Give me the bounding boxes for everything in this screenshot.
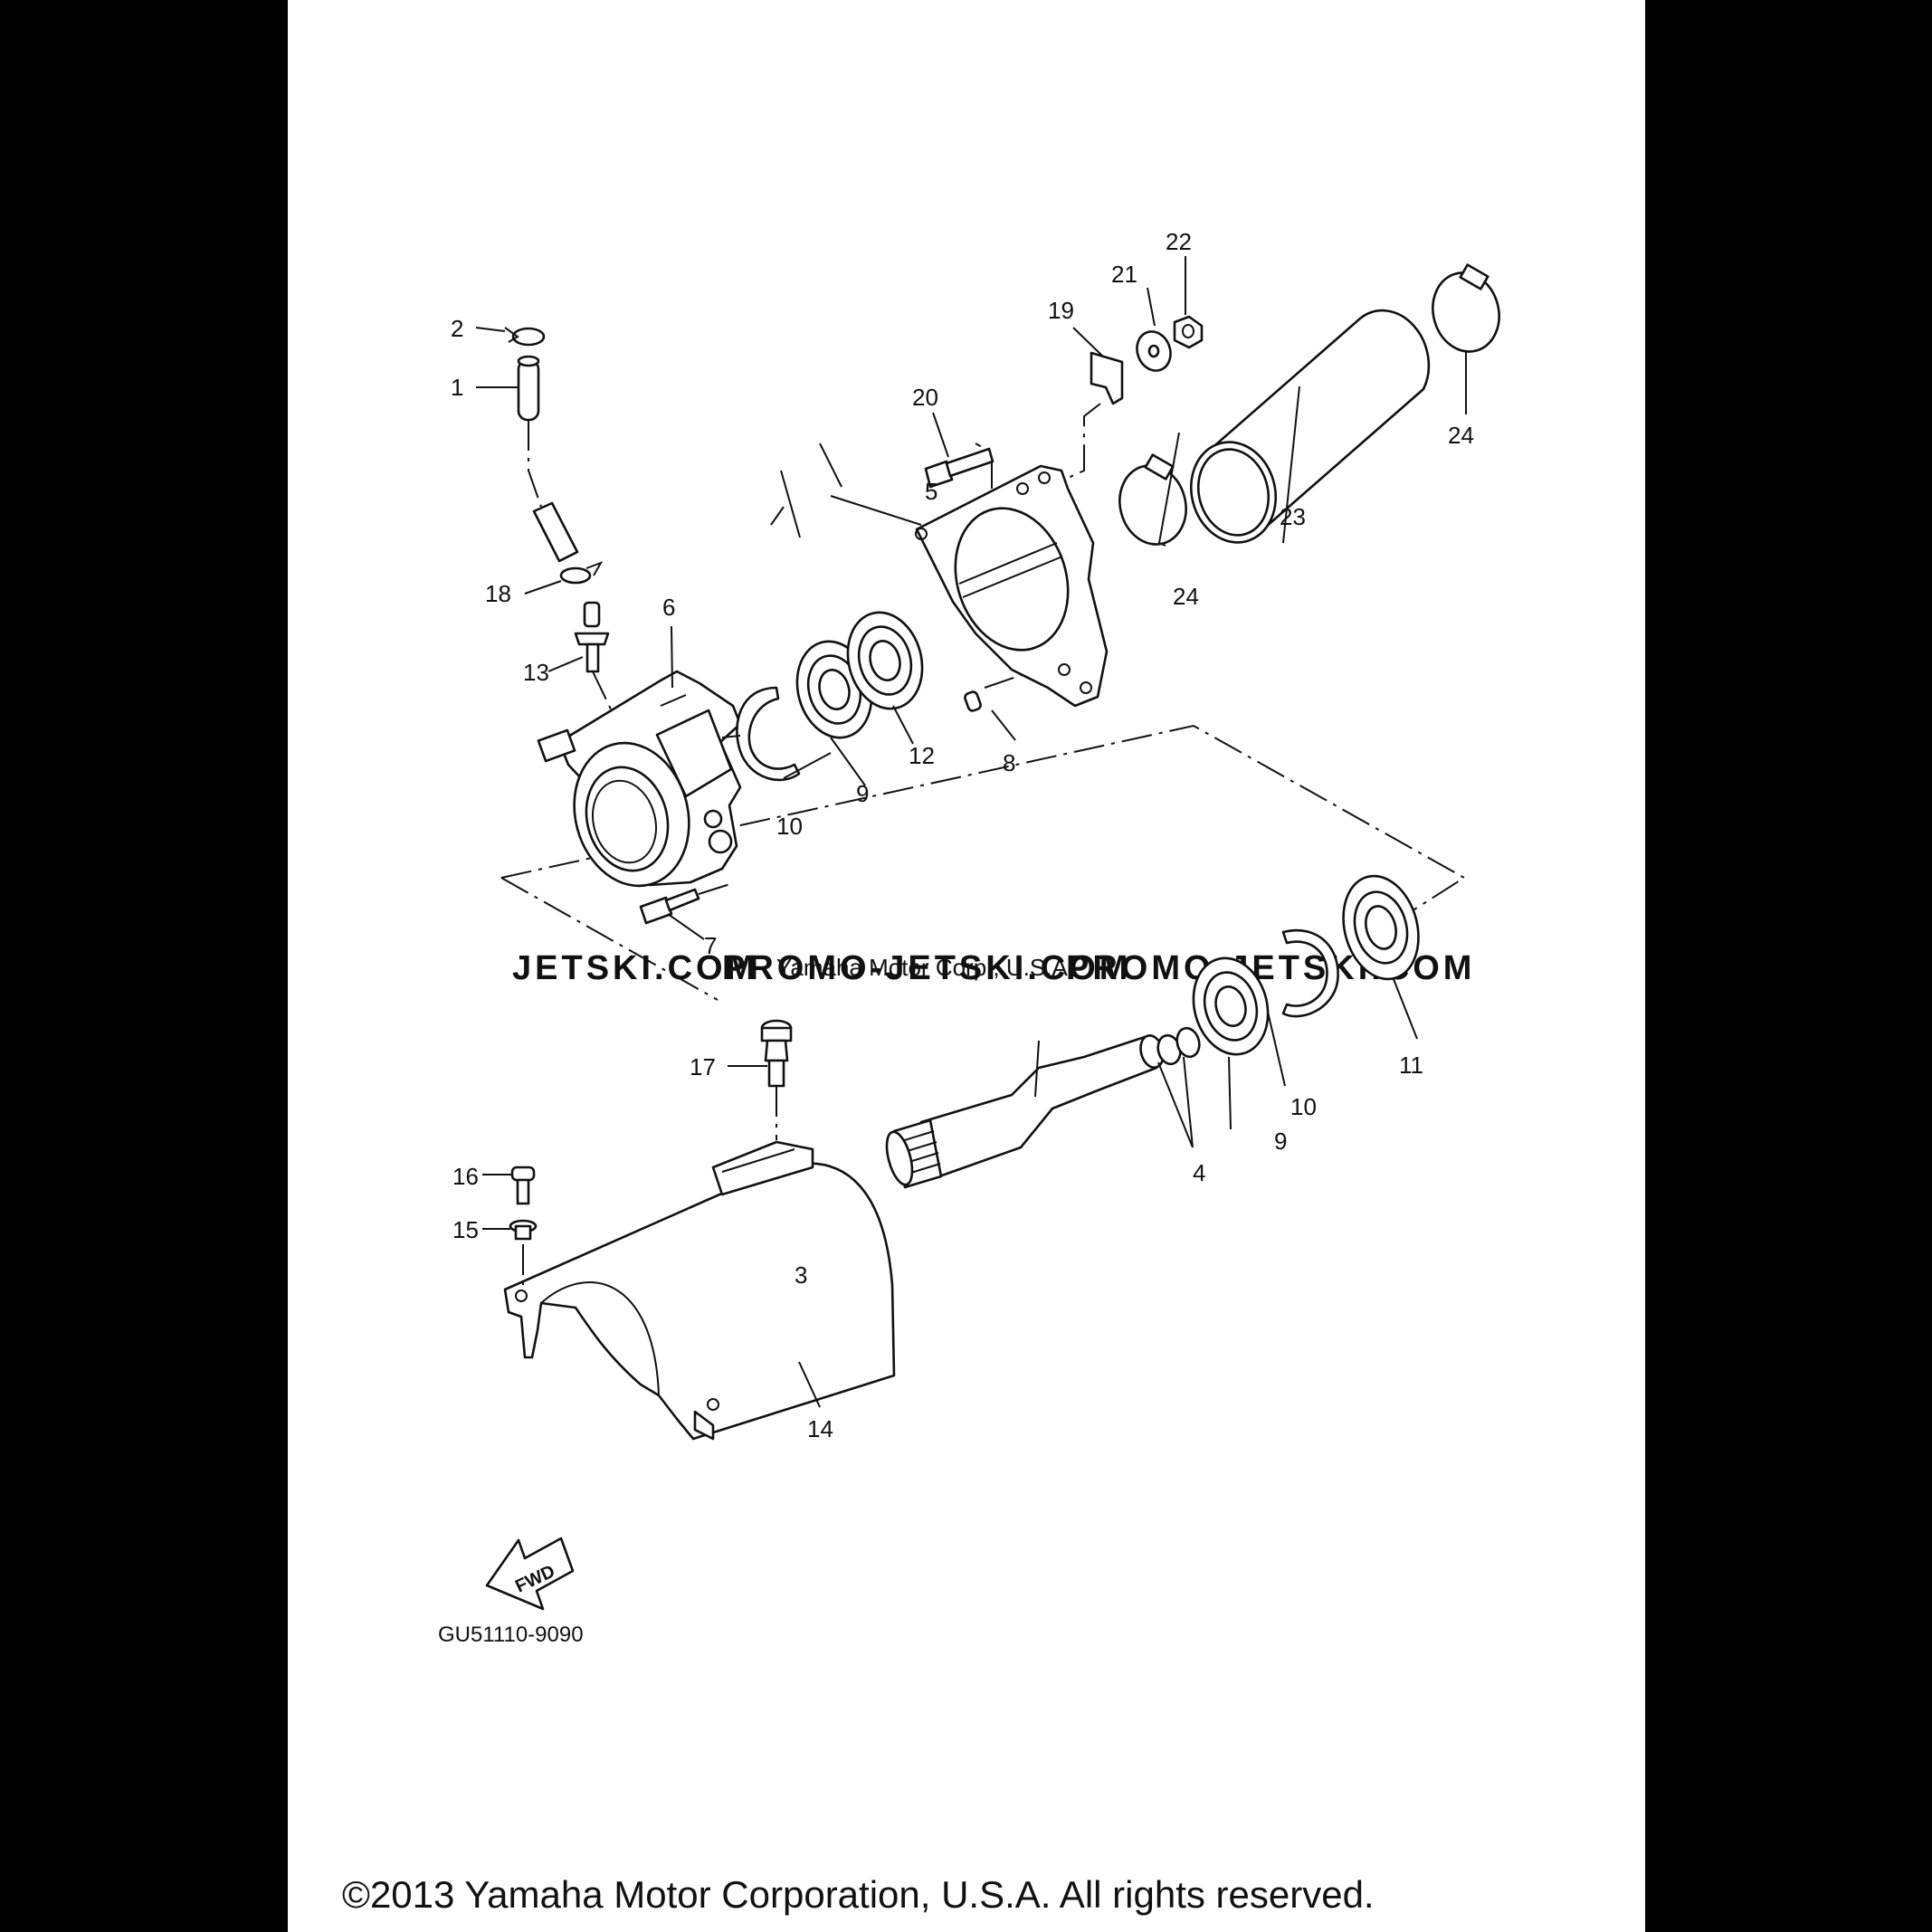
callout-1: 1 [451, 374, 463, 401]
fwd-arrow-icon: FWD [485, 1537, 575, 1611]
watermark-left: JETSKI.COM [512, 949, 758, 987]
part-24-clamp-right [1432, 263, 1500, 353]
callout-9a: 9 [856, 780, 869, 807]
part-23-hose [1189, 309, 1431, 544]
part-4-o-rings [1156, 1026, 1201, 1066]
leader-lines [475, 256, 1467, 1408]
callout-10a: 10 [776, 813, 803, 840]
callout-15: 15 [452, 1216, 479, 1243]
callout-6: 6 [662, 594, 675, 621]
callout-16: 16 [452, 1163, 479, 1190]
part-17-grommet [760, 1019, 793, 1140]
part-5-pump-housing [915, 443, 1109, 708]
callout-4: 4 [1193, 1159, 1205, 1186]
part-14-cover [503, 1140, 896, 1441]
callout-18: 18 [485, 580, 511, 607]
callout-24a: 24 [1448, 422, 1474, 449]
part-7-bolt [639, 882, 734, 925]
part-10-circlip-upper [721, 686, 801, 782]
part-19-bracket [1063, 351, 1124, 481]
callout-3: 3 [795, 1261, 807, 1289]
diagram-sheet: JETSKI.COM PROMO-JETSKI.COM PROMO-JETSKI… [288, 0, 1645, 1932]
part-22-nut [1173, 315, 1204, 349]
part-1-hose [517, 355, 579, 563]
callout-23: 23 [1280, 503, 1306, 530]
part-21-washer [1136, 330, 1172, 372]
callout-14: 14 [807, 1415, 833, 1442]
part-2-clip [504, 327, 546, 347]
callout-5: 5 [925, 478, 937, 505]
exploded-parts-diagram: JETSKI.COM PROMO-JETSKI.COM PROMO-JETSKI… [342, 228, 1500, 1916]
callout-10b: 10 [1290, 1093, 1317, 1120]
part-13-fitting [574, 601, 614, 716]
callout-17: 17 [690, 1053, 716, 1080]
diagram-code: GU51110-9090 [438, 1623, 584, 1647]
part-16-bolt [510, 1166, 536, 1205]
callout-7: 7 [704, 932, 717, 959]
copyright-notice: ©2013 Yamaha Motor Corporation, U.S.A. A… [342, 1873, 1375, 1916]
part-3-drive-shaft [885, 1034, 1165, 1189]
callout-22: 22 [1166, 228, 1192, 255]
part-24-clamp-left [1118, 453, 1187, 546]
part-11-bearing [1342, 874, 1420, 981]
callout-2: 2 [451, 315, 463, 342]
assembly-outline [500, 724, 1466, 910]
part-9-bearing-lower [1192, 956, 1270, 1056]
part-15-collar [509, 1219, 538, 1285]
callout-21: 21 [1111, 261, 1137, 288]
callout-numbers: 1 2 3 4 5 6 7 8 9 9 10 10 11 12 13 14 15… [451, 228, 1474, 1442]
callout-13: 13 [523, 659, 549, 686]
part-10-circlip-lower [1281, 928, 1339, 1018]
part-9-bearing-upper [795, 640, 873, 739]
callout-11: 11 [1399, 1052, 1423, 1079]
callout-12: 12 [909, 742, 935, 769]
part-18-clip [559, 561, 604, 585]
part-12-bearing [846, 611, 924, 710]
watermark-mid: PROMO-JETSKI.COM [722, 949, 1131, 987]
part-6-housing [537, 670, 742, 888]
callout-9b: 9 [1274, 1128, 1287, 1155]
part-20-bolt [924, 447, 995, 489]
callout-20: 20 [912, 384, 938, 411]
callout-19: 19 [1048, 297, 1074, 324]
callout-24b: 24 [1173, 583, 1199, 610]
callout-8: 8 [1003, 749, 1015, 776]
watermark-company: Yamaha Motor Corp., U.S.A. [776, 954, 1074, 981]
